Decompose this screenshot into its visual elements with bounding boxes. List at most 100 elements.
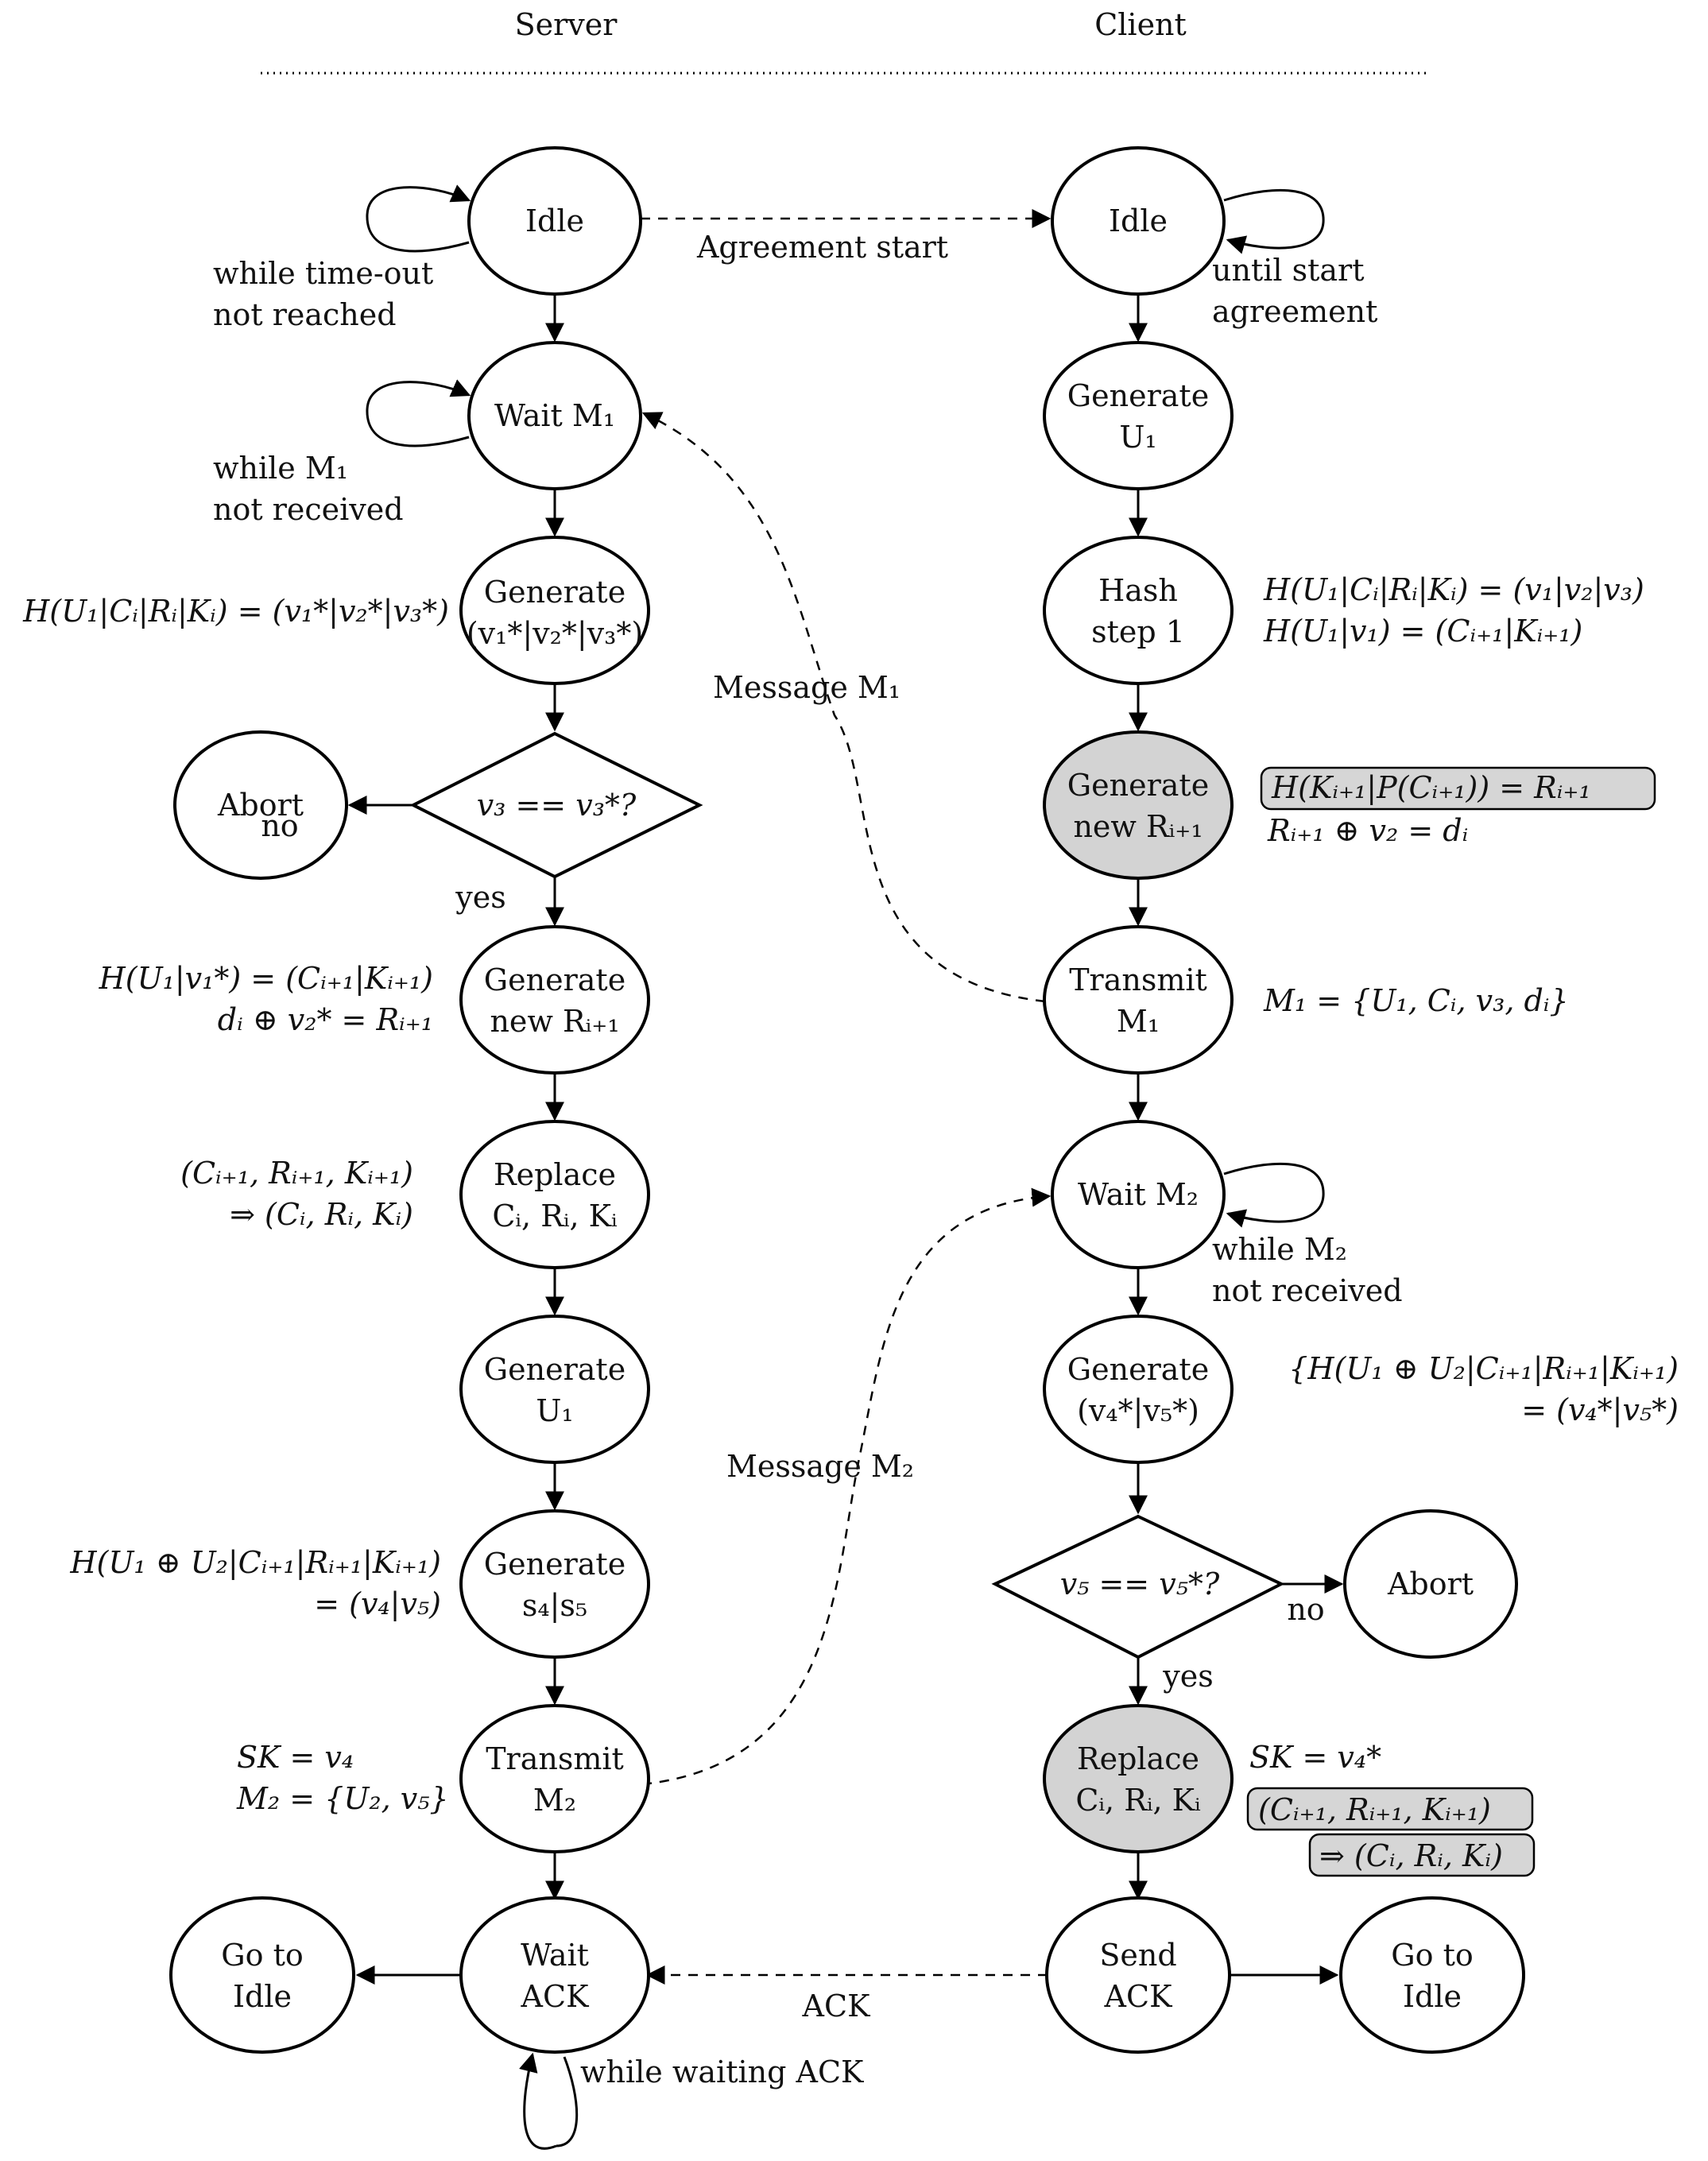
- client-no-label: no: [1287, 1592, 1324, 1627]
- text-line: ACK: [802, 1989, 871, 2024]
- client-hash-step-note: H(U₁|Cᵢ|Rᵢ|Kᵢ) = (v₁|v₂|v₃) H(U₁|v₁) = (C…: [1263, 572, 1644, 649]
- text-line: H(U₁|Cᵢ|Rᵢ|Kᵢ) = (v₁|v₂|v₃): [1263, 572, 1644, 607]
- text-line: Replace: [1077, 1741, 1199, 1776]
- client-header: Client: [1094, 7, 1187, 42]
- text-line: (Cᵢ₊₁, Rᵢ₊₁, Kᵢ₊₁): [1258, 1792, 1491, 1827]
- text-line: while M₁: [213, 451, 348, 486]
- client-replace-highlight-note-1: (Cᵢ₊₁, Rᵢ₊₁, Kᵢ₊₁): [1258, 1792, 1491, 1827]
- client-yes-label: yes: [1162, 1659, 1213, 1694]
- text-line: {H(U₁ ⊕ U₂|Cᵢ₊₁|Rᵢ₊₁|Kᵢ₊₁): [1288, 1351, 1679, 1386]
- text-line: Idle: [1403, 1979, 1462, 2014]
- text-line: Wait: [521, 1938, 589, 1973]
- text-line: M₂: [533, 1783, 576, 1818]
- text-line: step 1: [1091, 614, 1185, 649]
- server-idle-loop-note: while time-out not reached: [213, 256, 433, 332]
- server-header: Server: [515, 7, 618, 42]
- text-line: ⇒ (Cᵢ, Rᵢ, Kᵢ): [1319, 1838, 1503, 1873]
- client-idle-label: Idle: [1109, 203, 1168, 238]
- server-check-v3-decision: v₃ == v₃*?: [409, 731, 703, 879]
- text-line: yes: [455, 880, 505, 915]
- text-line: ⇒ (Cᵢ, Rᵢ, Kᵢ): [230, 1197, 413, 1232]
- client-abort-state: Abort: [1343, 1509, 1518, 1659]
- client-replace-highlight-1: [1246, 1787, 1534, 1831]
- text-line: agreement: [1212, 294, 1377, 329]
- server-replace-note: (Cᵢ₊₁, Rᵢ₊₁, Kᵢ₊₁)⇒ (Cᵢ, Rᵢ, Kᵢ): [180, 1156, 413, 1232]
- text-line: no: [1287, 1592, 1324, 1627]
- ack-label: ACK: [802, 1989, 871, 2024]
- text-line: Generate: [1067, 768, 1209, 803]
- client-check-v5-label: v₅ == v₅*?: [1060, 1567, 1220, 1601]
- text-line: H(U₁|Cᵢ|Rᵢ|Kᵢ) = (v₁*|v₂*|v₃*): [22, 594, 449, 629]
- server-generate-s-state: Generate s₄|s₅: [459, 1509, 650, 1659]
- client-transmit-m1-note: M₁ = {U₁, Cᵢ, v₃, dᵢ}: [1263, 983, 1569, 1018]
- text-line: M₁: [1117, 1004, 1160, 1039]
- text-line: while time-out: [213, 256, 433, 291]
- client-wait-m2-state: Wait M₂: [1051, 1120, 1226, 1269]
- text-line: s₄|s₅: [522, 1588, 587, 1623]
- text-line: v₃ == v₃*?: [477, 788, 637, 823]
- server-wait-m1-label: Wait M₁: [494, 398, 615, 433]
- text-line: not reached: [213, 297, 397, 332]
- text-line: = (v₄|v₅): [314, 1586, 441, 1621]
- text-line: no: [261, 808, 298, 843]
- server-generate-r-state: Generate new Rᵢ₊₁: [459, 925, 650, 1075]
- text-line: Generate: [484, 1547, 625, 1582]
- text-line: H(U₁|v₁) = (Cᵢ₊₁|Kᵢ₊₁): [1263, 614, 1582, 649]
- text-line: not received: [1212, 1273, 1403, 1308]
- text-line: new Rᵢ₊₁: [490, 1004, 619, 1039]
- text-line: SK = v₄*: [1249, 1740, 1381, 1775]
- text-line: H(U₁|v₁*) = (Cᵢ₊₁|Kᵢ₊₁): [99, 961, 433, 996]
- text-line: yes: [1162, 1659, 1213, 1694]
- text-line: Generate: [484, 962, 625, 997]
- client-generate-r-note: Rᵢ₊₁ ⊕ v₂ = dᵢ: [1267, 813, 1468, 848]
- server-check-v3-label: v₃ == v₃*?: [477, 788, 637, 823]
- server-wait-m1-state: Wait M₁: [467, 341, 642, 490]
- edge-labels: Agreement start Message M₁ Message M₂ AC…: [261, 230, 1324, 2024]
- server-wait-ack-loop-note: while waiting ACK: [580, 2054, 864, 2089]
- server-generate-s-label: Generate s₄|s₅: [484, 1547, 625, 1623]
- text-line: = (v₄*|v₅*): [1521, 1392, 1679, 1427]
- client-check-v5-decision: v₅ == v₅*?: [991, 1514, 1285, 1659]
- text-line: M₂ = {U₂, v₅}: [236, 1781, 449, 1816]
- client-edges: [1129, 188, 1344, 1985]
- server-generate-r-note: H(U₁|v₁*) = (Cᵢ₊₁|Kᵢ₊₁)dᵢ ⊕ v₂* = Rᵢ₊₁: [99, 961, 433, 1037]
- server-generate-s-note: H(U₁ ⊕ U₂|Cᵢ₊₁|Rᵢ₊₁|Kᵢ₊₁)= (v₄|v₅): [69, 1545, 441, 1621]
- client-generate-v-state: Generate(v₄*|v₅*): [1043, 1315, 1234, 1464]
- text-line: Cᵢ, Rᵢ, Kᵢ: [1075, 1783, 1201, 1818]
- text-line: Send: [1099, 1938, 1176, 1973]
- text-line: Message M₂: [726, 1449, 914, 1484]
- client-generate-v-label: Generate(v₄*|v₅*): [1067, 1352, 1209, 1428]
- client-replace-sk-note: SK = v₄*: [1249, 1740, 1381, 1775]
- server-idle-state: Idle: [467, 146, 642, 296]
- text-line: U₁: [1119, 420, 1156, 455]
- text-line: not received: [213, 492, 404, 527]
- text-line: Idle: [1109, 203, 1168, 238]
- text-line: Message M₁: [713, 670, 900, 705]
- text-line: U₁: [536, 1393, 573, 1428]
- message-edges: [641, 209, 1052, 1985]
- client-replace-highlight-note-2: ⇒ (Cᵢ, Rᵢ, Kᵢ): [1319, 1838, 1503, 1873]
- text-line: v₅ == v₅*?: [1060, 1567, 1220, 1601]
- text-line: Idle: [525, 203, 584, 238]
- text-line: Generate: [484, 575, 625, 610]
- text-line: (v₁*|v₂*|v₃*): [467, 616, 643, 651]
- text-line: while M₂: [1212, 1232, 1347, 1267]
- text-line: H(Kᵢ₊₁|P(Cᵢ₊₁)) = Rᵢ₊₁: [1271, 770, 1591, 805]
- server-generate-r-label: Generate new Rᵢ₊₁: [484, 962, 625, 1039]
